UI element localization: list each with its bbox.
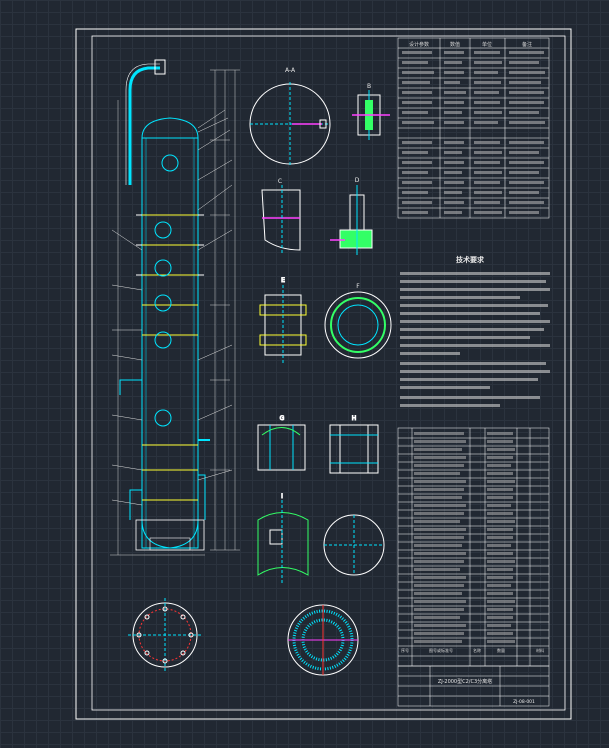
detail-a-label: A-A <box>285 67 296 74</box>
detail-h-label: H <box>352 415 357 422</box>
title-block-main-title: ZJ-2000型C2/C3分离塔 <box>438 678 492 685</box>
detail-f-label: F <box>356 283 360 290</box>
parts-list-header: 序号 图号或标准号 名称 数量 材料 <box>401 647 544 653</box>
perforated-tray-view <box>287 604 359 676</box>
parts-list-fills <box>414 432 515 643</box>
svg-text:设计参数: 设计参数 <box>409 41 429 48</box>
detail-view-g: G <box>257 415 306 471</box>
design-data-table <box>397 37 550 219</box>
parts-list-table <box>397 427 550 667</box>
design-data-table-fills <box>402 51 545 214</box>
detail-view-e: E <box>259 277 307 365</box>
title-block <box>397 665 550 707</box>
detail-view-plate <box>323 514 385 576</box>
svg-text:备注: 备注 <box>522 41 532 48</box>
detail-i-label: I <box>281 493 283 500</box>
design-data-table-header: 设计参数 数值 单位 备注 <box>409 41 532 48</box>
technical-notes-title: 技术要求 <box>456 255 485 264</box>
vessel-dimensions <box>110 69 240 556</box>
detail-view-d: D <box>330 177 373 255</box>
svg-text:图号或标准号: 图号或标准号 <box>429 647 453 653</box>
inner-sheet-border <box>91 35 566 711</box>
detail-g-label: G <box>280 415 285 422</box>
detail-c-label: C <box>278 178 282 185</box>
title-block-drawing-no: ZJ-08-001 <box>513 699 535 705</box>
detail-view-c: C <box>261 178 301 255</box>
detail-view-i: I <box>257 493 309 585</box>
detail-e-label: E <box>281 277 285 284</box>
outer-sheet-border <box>75 28 572 720</box>
detail-view-f: F <box>324 283 392 359</box>
svg-text:数值: 数值 <box>450 41 460 48</box>
svg-text:序号: 序号 <box>401 647 409 653</box>
main-vessel <box>119 59 210 551</box>
detail-d-label: D <box>355 177 360 184</box>
detail-view-a: A-A <box>249 67 331 166</box>
detail-b-label: B <box>367 83 371 90</box>
technical-notes-text <box>400 272 550 407</box>
svg-text:材料: 材料 <box>536 647 544 653</box>
detail-view-h: H <box>329 415 379 474</box>
bottom-flange-view <box>128 598 202 672</box>
leader-lines <box>111 109 233 506</box>
svg-text:单位: 单位 <box>482 41 492 48</box>
svg-text:名称: 名称 <box>473 647 481 653</box>
svg-text:数量: 数量 <box>497 647 505 653</box>
detail-view-b: B <box>352 83 390 140</box>
